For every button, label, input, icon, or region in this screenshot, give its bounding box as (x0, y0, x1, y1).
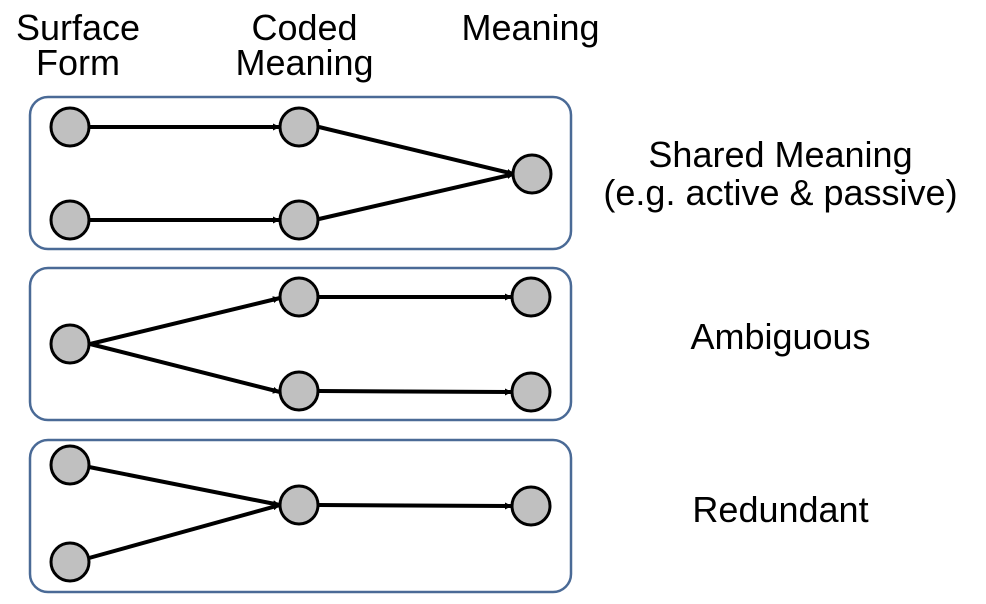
row-redundant (28, 438, 573, 594)
header-coded-meaning: Coded Meaning (222, 7, 387, 83)
node-surface-2 (49, 541, 91, 583)
node-coded-1 (278, 276, 320, 318)
edge-coded2-meaning1 (318, 172, 515, 221)
row-box-shared (28, 95, 573, 251)
row-label-ambiguous-line1: Ambiguous (690, 316, 871, 357)
row-label-redundant: Redundant (578, 491, 983, 529)
node-surface-2 (49, 199, 91, 241)
edge-surface2-coded1 (88, 503, 281, 560)
row-ambiguous (28, 266, 573, 422)
edge-surface1-coded1 (89, 296, 281, 346)
node-coded-1 (278, 484, 320, 526)
node-coded-2 (278, 199, 320, 241)
header-surface-form-line2: Form (36, 42, 120, 83)
edge-coded2-meaning2 (318, 388, 513, 396)
header-meaning-line1: Meaning (461, 7, 600, 48)
row-label-shared-line2: (e.g. active & passive) (603, 172, 958, 213)
row-label-ambiguous: Ambiguous (578, 318, 983, 356)
node-surface-1 (49, 444, 91, 486)
node-surface-1 (49, 106, 91, 148)
node-meaning-1 (510, 276, 552, 318)
row-shared-meaning (28, 95, 573, 251)
edge-surface1-coded2 (89, 342, 281, 394)
node-coded-1 (278, 106, 320, 148)
node-meaning-1 (511, 153, 553, 195)
header-coded-meaning-line2: Meaning (235, 42, 374, 83)
header-meaning: Meaning (448, 7, 613, 48)
header-surface-form-line1: Surface (15, 7, 141, 48)
node-coded-2 (278, 370, 320, 412)
edge-coded1-meaning1 (318, 125, 515, 176)
node-meaning-2 (510, 371, 552, 413)
edge-surface1-coded1 (88, 465, 281, 508)
edge-coded1-meaning1 (318, 502, 513, 510)
node-meaning-1 (510, 485, 552, 527)
row-box-ambiguous (28, 266, 573, 422)
header-surface-form: Surface Form (8, 7, 148, 83)
row-label-shared-line1: Shared Meaning (648, 134, 913, 175)
node-surface-1 (49, 323, 91, 365)
row-label-redundant-line1: Redundant (692, 489, 869, 530)
row-label-shared: Shared Meaning (e.g. active & passive) (578, 136, 983, 212)
header-coded-meaning-line1: Coded (251, 7, 358, 48)
